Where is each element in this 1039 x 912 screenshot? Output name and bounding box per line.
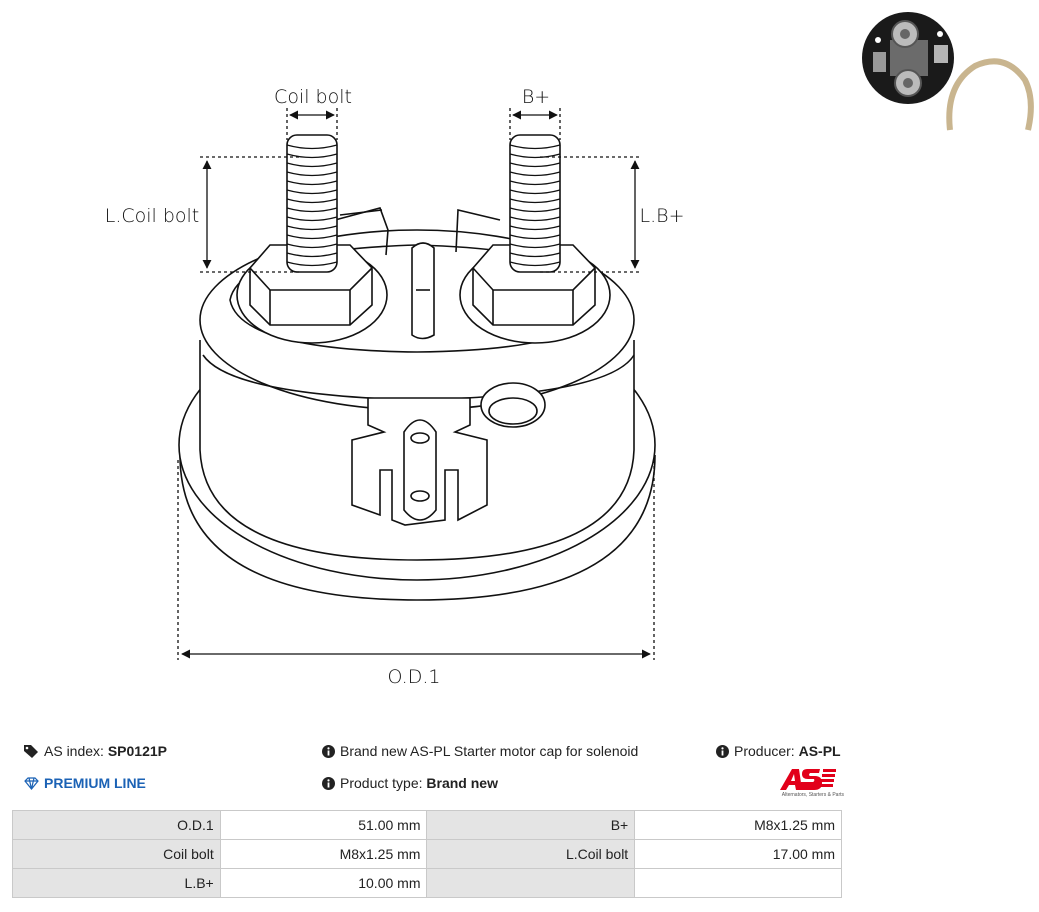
od1-label: O.D.1: [388, 666, 441, 688]
spec-label: Coil bolt: [12, 839, 221, 869]
product-type-value: Brand new: [426, 775, 498, 791]
as-pl-logo: Alternators, Starters & Parts: [762, 766, 844, 800]
diamond-icon: [24, 777, 39, 790]
spec-value: M8x1.25 mm: [219, 839, 428, 869]
producer-label: Producer:: [734, 743, 795, 759]
product-photo[interactable]: [862, 12, 1034, 131]
spec-value: [634, 868, 842, 898]
product-type: Product type: Brand new: [322, 775, 498, 791]
description: Brand new AS-PL Starter motor cap for so…: [322, 743, 638, 759]
product-type-label: Product type:: [340, 775, 423, 791]
producer-value: AS-PL: [798, 743, 841, 759]
premium-line[interactable]: PREMIUM LINE: [24, 775, 146, 791]
l-b-plus-label: L.B+: [640, 205, 685, 227]
as-index-value: SP0121P: [107, 743, 167, 759]
tag-icon: [24, 745, 38, 758]
as-index: AS index: SP0121P: [24, 743, 167, 759]
spec-label: O.D.1: [12, 810, 221, 840]
description-text: Brand new AS-PL Starter motor cap for so…: [340, 743, 639, 759]
as-pl-logo-mark: [780, 769, 836, 790]
coil-bolt-label: Coil bolt: [274, 86, 352, 108]
spec-label: L.B+: [12, 868, 221, 898]
producer: Producer: AS-PL: [716, 743, 841, 759]
technical-drawing: Coil bolt B+ L.Coil bolt L.B+ O.D.1: [105, 12, 1034, 688]
as-index-label: AS index:: [44, 743, 104, 759]
spec-row: L.B+10.00 mm: [12, 868, 842, 898]
premium-line-label: PREMIUM LINE: [44, 775, 146, 791]
info-icon: [716, 745, 729, 758]
logo-tagline: Alternators, Starters & Parts: [781, 792, 844, 798]
spec-value: 51.00 mm: [219, 810, 428, 840]
l-coil-bolt-label: L.Coil bolt: [105, 205, 200, 227]
spec-label: B+: [426, 810, 636, 840]
spec-value: 10.00 mm: [219, 868, 428, 898]
info-icon: [322, 745, 335, 758]
spec-value: 17.00 mm: [634, 839, 842, 869]
spec-label: [426, 868, 636, 898]
info-icon: [322, 777, 335, 790]
spec-label: L.Coil bolt: [426, 839, 636, 869]
spec-value: M8x1.25 mm: [634, 810, 842, 840]
b-plus-label: B+: [522, 86, 550, 108]
